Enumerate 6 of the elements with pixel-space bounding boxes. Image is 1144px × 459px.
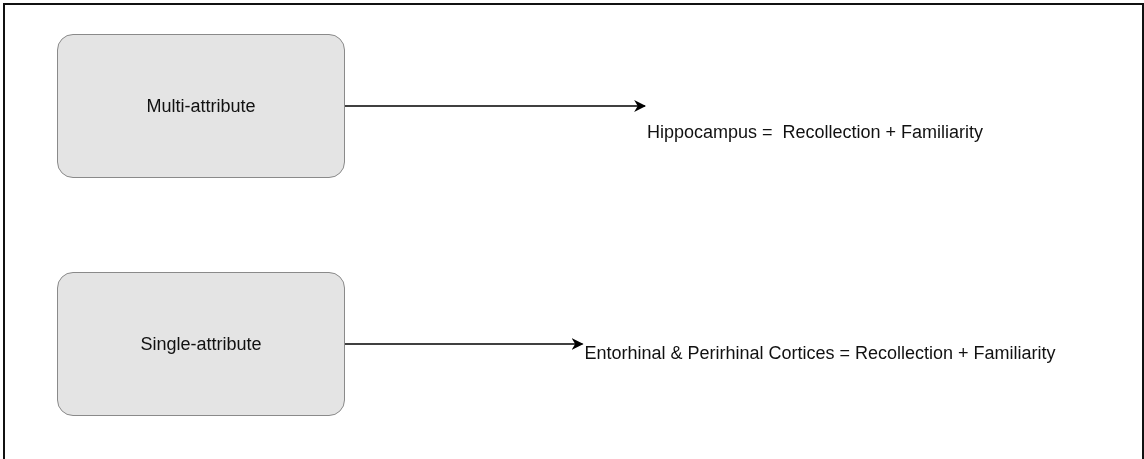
text-label: Hippocampus = Recollection + Familiarity (646, 119, 984, 145)
text-label: Entorhinal & Perirhinal Cortices = Recollection + Familiarity (584, 340, 1056, 366)
process-box: Multi-attribute (57, 34, 345, 178)
arrow (344, 338, 584, 350)
process-box: Single-attribute (57, 272, 345, 416)
arrow (344, 100, 647, 112)
